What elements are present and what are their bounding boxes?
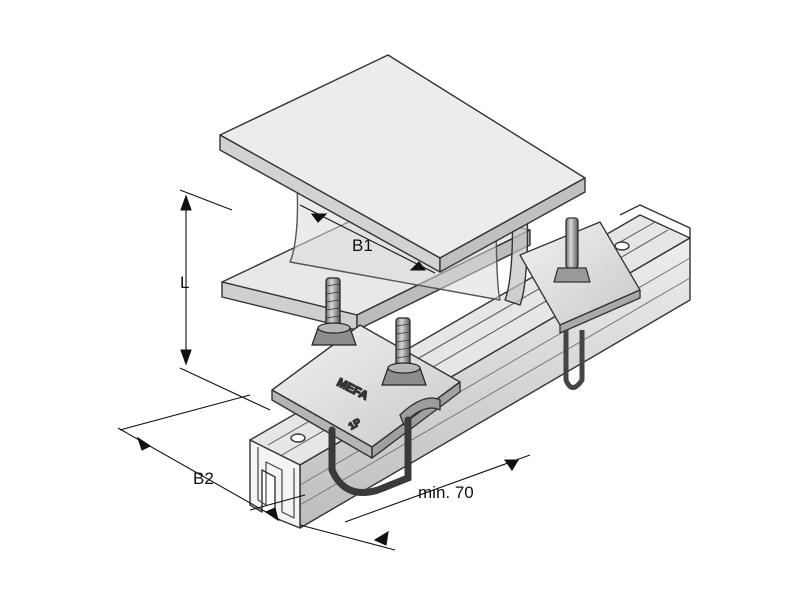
front-clamp-plate: MEFA 1P — [271, 324, 461, 459]
dimension-lines — [117, 189, 531, 551]
i-beam — [219, 54, 586, 331]
threaded-rod-right — [381, 317, 427, 386]
far-clamp-plate — [519, 217, 641, 390]
dimension-label-l: L — [180, 273, 189, 292]
threaded-rod-left — [311, 277, 357, 346]
dimension-label-min-70: min. 70 — [418, 483, 474, 502]
u-bolt — [328, 416, 412, 496]
dimension-label-b2: B2 — [193, 469, 214, 488]
dimension-label-b1: B1 — [352, 236, 373, 255]
